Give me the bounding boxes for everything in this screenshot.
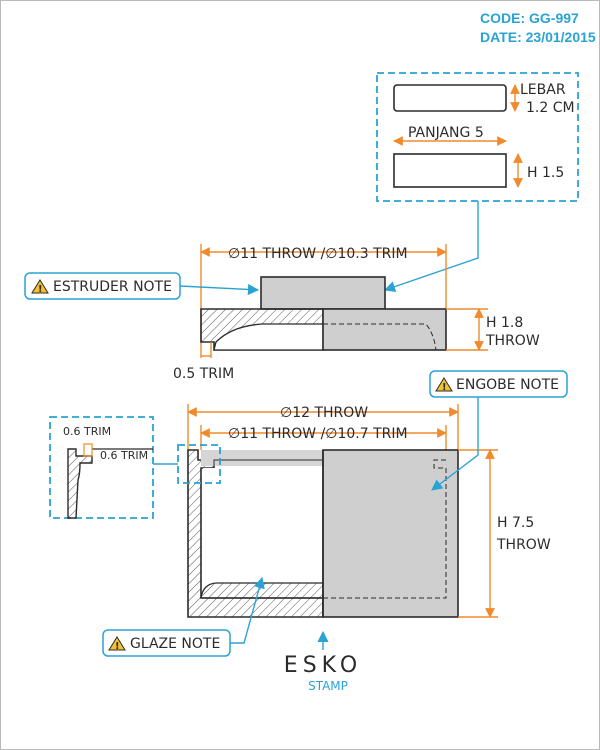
lid-height-line2: THROW xyxy=(485,333,540,349)
rim-detail-trim-marker xyxy=(83,443,93,457)
handle-end-view xyxy=(393,84,507,112)
lebar-label: LEBAR xyxy=(520,82,566,98)
exclamation-glyph: ! xyxy=(442,382,447,393)
body-height-line1: H 7.5 xyxy=(497,515,534,531)
body-base-left xyxy=(200,582,324,599)
warning-triangle-icon xyxy=(31,279,49,294)
rim-detail-view: 0.6 TRIM 0.6 TRIM xyxy=(49,416,178,519)
brand-logo: ESKO xyxy=(284,653,362,678)
lid-hidden-line xyxy=(323,323,437,351)
estruder-note[interactable]: ! ESTRUDER NOTE xyxy=(24,272,181,300)
rim-detail-frame xyxy=(49,416,154,519)
exclamation-glyph: ! xyxy=(38,284,43,295)
lid-section: ∅11 THROW /∅10.3 TRIM H 1.8 THROW 0.5 TR… xyxy=(173,244,540,382)
rim-trim-top-label: 0.6 TRIM xyxy=(63,425,111,438)
exclamation-glyph: ! xyxy=(115,641,120,652)
warning-triangle-icon xyxy=(108,636,126,651)
glaze-note[interactable]: ! GLAZE NOTE xyxy=(102,629,231,657)
glaze-leader xyxy=(230,576,265,644)
engobe-note-box[interactable] xyxy=(429,370,568,398)
body-section: ∅12 THROW ∅11 THROW /∅10.7 TRIM H 7.5 TH… xyxy=(177,404,551,618)
body-hidden-line xyxy=(323,459,447,599)
lebar-value: 1.2 CM xyxy=(526,100,575,116)
engobe-leader xyxy=(431,397,479,491)
code-label: CODE: GG-997 xyxy=(480,10,579,26)
lid-height-line1: H 1.8 xyxy=(486,315,523,331)
handle-side-view xyxy=(393,153,507,188)
lid-diameter-label: ∅11 THROW /∅10.3 TRIM xyxy=(228,246,408,262)
panjang-label: PANJANG 5 xyxy=(408,125,484,141)
handle-height-label: H 1.5 xyxy=(527,165,564,181)
estruder-note-label: ESTRUDER NOTE xyxy=(53,279,172,295)
body-right-half xyxy=(322,449,459,618)
rim-detail-wall xyxy=(67,448,93,519)
body-outer-diameter-label: ∅12 THROW xyxy=(280,405,368,421)
engobe-note-label: ENGOBE NOTE xyxy=(456,377,559,393)
rim-trim-side-label: 0.6 TRIM xyxy=(100,449,148,462)
lid-section-right xyxy=(322,308,447,351)
lid-trim-label: 0.5 TRIM xyxy=(173,366,234,382)
body-inner-diameter-label: ∅11 THROW /∅10.7 TRIM xyxy=(228,426,408,442)
date-label: DATE: 23/01/2015 xyxy=(480,29,596,45)
estruder-leader xyxy=(179,283,260,296)
glaze-note-label: GLAZE NOTE xyxy=(130,636,220,652)
stamp-label: STAMP xyxy=(308,679,348,693)
rim-zoom-frame xyxy=(177,444,221,484)
body-height-line2: THROW xyxy=(496,537,551,553)
warning-triangle-icon xyxy=(435,377,453,392)
lid-handle xyxy=(260,276,386,310)
detail-leader xyxy=(383,201,479,293)
handle-detail-view: LEBAR 1.2 CM PANJANG 5 H 1.5 xyxy=(376,72,579,202)
body-cavity xyxy=(203,468,323,582)
engobe-note[interactable]: ! ENGOBE NOTE xyxy=(429,370,568,398)
body-rim-band xyxy=(201,450,323,466)
